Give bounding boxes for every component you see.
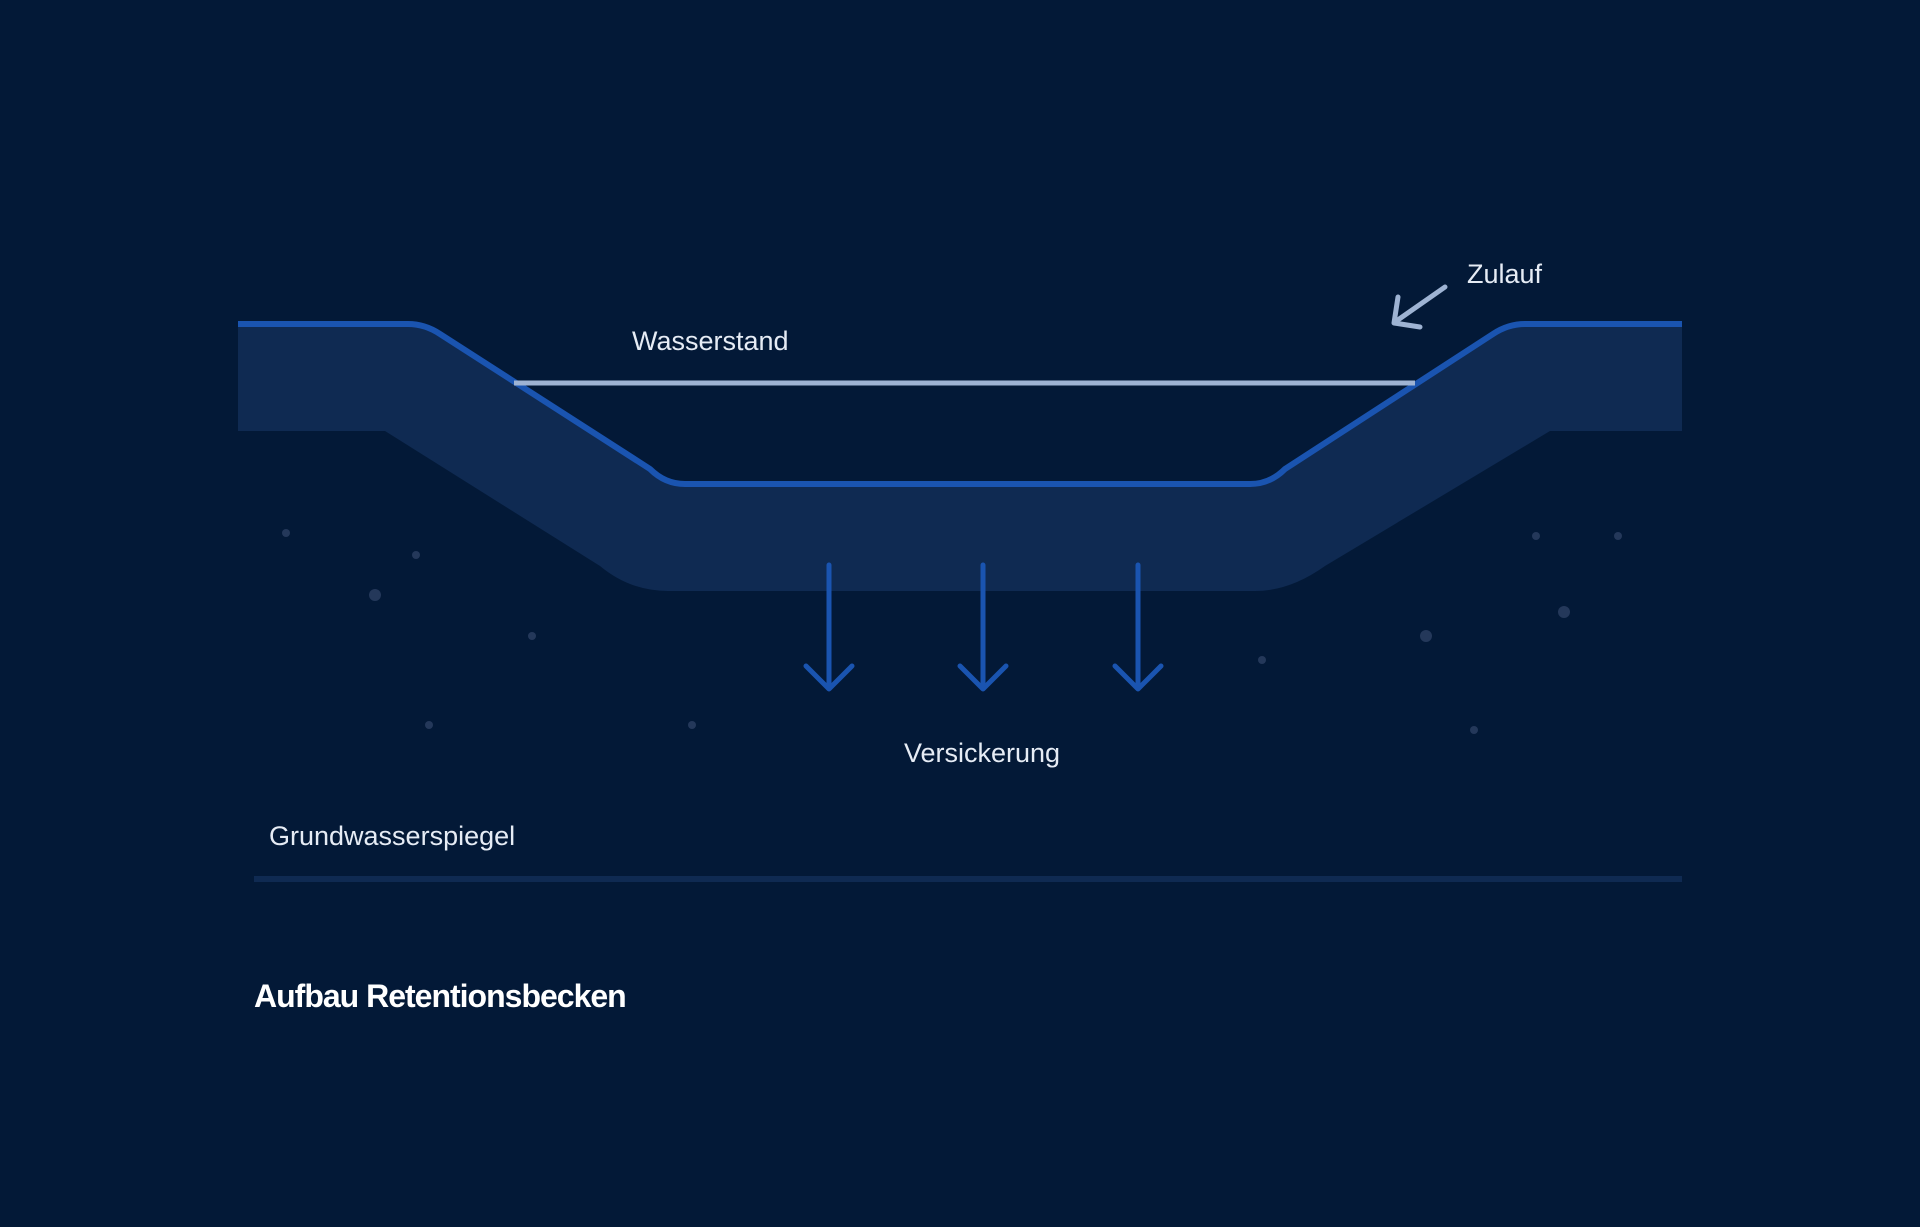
soil-dot bbox=[369, 589, 381, 601]
soil-dot bbox=[282, 529, 290, 537]
soil-dot bbox=[1420, 630, 1432, 642]
inflow-label: Zulauf bbox=[1467, 259, 1543, 289]
soil-dot bbox=[528, 632, 536, 640]
arrow-down-icon bbox=[1112, 562, 1164, 692]
soil-dot bbox=[1532, 532, 1540, 540]
groundwater-label: Grundwasserspiegel bbox=[269, 821, 515, 851]
diagram-title: Aufbau Retentionsbecken bbox=[254, 978, 626, 1014]
soil-dot bbox=[1558, 606, 1570, 618]
soil-dot bbox=[1614, 532, 1622, 540]
water-level-label: Wasserstand bbox=[632, 326, 789, 356]
infiltration-label: Versickerung bbox=[904, 738, 1060, 768]
arrow-down-icon bbox=[957, 562, 1009, 692]
arrow-down-left-icon bbox=[1391, 284, 1448, 330]
arrow-down-icon bbox=[803, 562, 855, 692]
soil-dot bbox=[1258, 656, 1266, 664]
soil-dot bbox=[1470, 726, 1478, 734]
soil-dot bbox=[412, 551, 420, 559]
soil-dot bbox=[688, 721, 696, 729]
soil-dot bbox=[425, 721, 433, 729]
soil-particles bbox=[282, 529, 1622, 734]
basin-outline bbox=[238, 321, 1682, 487]
basin-lining bbox=[238, 323, 1682, 591]
infiltration-arrows bbox=[803, 562, 1164, 692]
